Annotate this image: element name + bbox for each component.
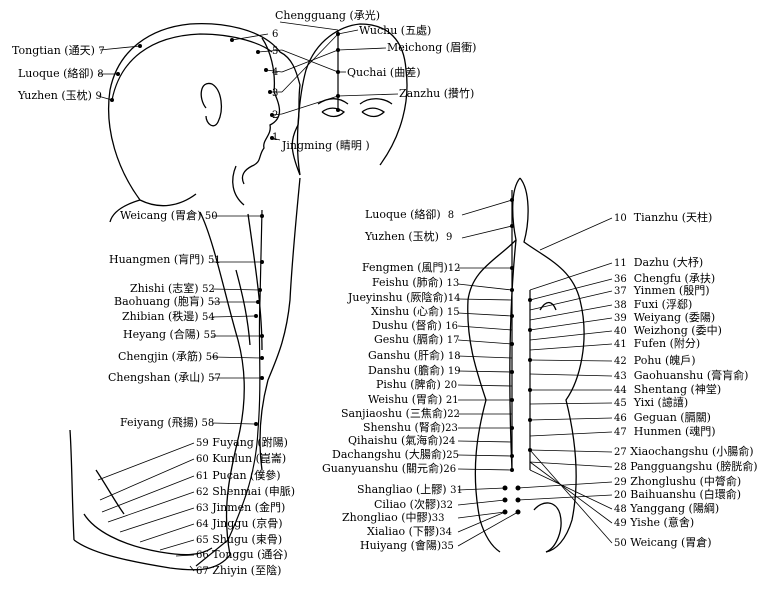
point-17-label: Geshu (膈俞) 17	[374, 333, 460, 347]
point-54-label: Zhibian (秩邊) 54	[122, 310, 215, 324]
point-35-label: Huiyang (會陽)35	[360, 539, 454, 553]
point-4-label: Meichong (眉衝)	[387, 41, 477, 54]
meridian-leg	[195, 209, 263, 567]
point-37-label: 37 Yinmen (殷門)	[614, 284, 710, 298]
point-45-label: 45 Yixi (譩譆)	[614, 396, 689, 410]
point-13-label: Feishu (肺俞) 13	[372, 276, 460, 290]
point-12-label: Fengmen (風門)12	[362, 261, 461, 275]
point-55-label: Heyang (合陽) 55	[123, 328, 217, 342]
point-32-label: Ciliao (次髎)32	[374, 498, 453, 512]
point-9-back: Yuzhen (玉枕) 9	[365, 230, 453, 244]
point-39-label: 39 Weiyang (委陽)	[614, 311, 716, 325]
point-5-num: 5	[272, 46, 279, 57]
point-7-label: Tongtian (通天) 7	[12, 44, 105, 58]
foot-outline	[73, 539, 231, 571]
point-34-label: Xialiao (下髎)34	[367, 525, 452, 539]
leg-outline-right	[259, 177, 301, 471]
point-36-label: 36 Chengfu (承扶)	[614, 272, 716, 286]
point-5-label: Wuchu (五處)	[359, 24, 432, 37]
point-1-num: 1	[272, 132, 279, 143]
point-1-label: Jingming (睛明 )	[282, 139, 370, 152]
point-3-num: 3	[272, 88, 279, 99]
point-22-label: Sanjiaoshu (三焦俞)22	[341, 407, 460, 421]
point-40-label: 40 Weizhong (委中)	[614, 324, 722, 338]
meridian-head	[111, 33, 273, 101]
point-44-label: 44 Shentang (神堂)	[614, 383, 722, 397]
front-head-outline	[296, 23, 408, 176]
point-27-label: 27 Xiaochangshu (小腸俞)	[614, 445, 754, 459]
point-11-label: 11 Dazhu (大杼)	[614, 256, 704, 270]
point-52-label: Zhishi (志室) 52	[130, 282, 215, 296]
back-outline-left	[467, 177, 521, 553]
point-8-label: Luoque (絡卻) 8	[18, 67, 104, 81]
point-48-label: 48 Yanggang (陽綱)	[614, 502, 720, 516]
point-65-label: 65 Shugu (束骨)	[196, 533, 283, 547]
shoulder-line	[109, 199, 141, 223]
point-20-right-label: 20 Baihuanshu (白環俞)	[614, 488, 742, 502]
point-49-label: 49 Yishe (意舍)	[614, 516, 695, 530]
point-23-label: Shenshu (腎俞)23	[363, 421, 458, 435]
point-3-label: Quchai (曲差)	[347, 66, 421, 79]
face-profile	[241, 37, 281, 185]
point-64-label: 64 Jinggu (京骨)	[196, 517, 283, 531]
point-8-back: Luoque (絡卻) 8	[365, 208, 455, 222]
point-66-label: 66 Tonggu (通谷)	[196, 548, 288, 562]
point-62-label: 62 Shenmai (申脈)	[196, 485, 296, 499]
point-50-left: Weicang (胃倉) 50	[120, 209, 218, 223]
point-4-num: 4	[272, 67, 279, 78]
point-29-label: 29 Zhonglushu (中膂俞)	[614, 475, 742, 489]
point-24-label: Qihaishu (氣海俞)24	[348, 434, 456, 448]
point-57-label: Chengshan (承山) 57	[108, 371, 221, 385]
point-2-label: Zanzhu (攢竹)	[399, 87, 475, 100]
point-51-label: Huangmen (肓門) 51	[109, 253, 221, 267]
point-6: Chengguang (承光)	[275, 9, 381, 22]
point-15-label: Xinshu (心俞) 15	[371, 305, 460, 319]
point-25-label: Dachangshu (大腸俞)25	[332, 448, 459, 462]
point-2-num: 2	[272, 110, 279, 121]
leg-outline-left	[199, 211, 245, 556]
point-50-right-label: 50 Weicang (胃倉)	[614, 536, 712, 550]
back-outline-right	[519, 177, 585, 553]
point-26-label: Guanyuanshu (關元俞)26	[322, 462, 457, 476]
point-43-label: 43 Gaohuanshu (膏肓俞)	[614, 369, 749, 383]
point-6-num: 6	[272, 29, 279, 40]
point-47-label: 47 Hunmen (魂門)	[614, 425, 716, 439]
point-10-label: 10 Tianzhu (天柱)	[614, 211, 713, 225]
point-20-label: Pishu (脾俞) 20	[376, 378, 458, 392]
ear-outline	[200, 82, 223, 127]
point-46-label: 46 Geguan (膈關)	[614, 411, 711, 425]
point-28-label: 28 Pangguangshu (膀胱俞)	[614, 460, 758, 474]
point-58-label: Feiyang (飛揚) 58	[120, 416, 215, 430]
point-67-label: 67 Zhiyin (至陰)	[196, 564, 282, 578]
point-60-label: 60 Kunlun (崑崙)	[196, 452, 287, 466]
neck-line	[139, 193, 197, 207]
point-61-label: 61 Pucan (僕參)	[196, 469, 281, 483]
point-42-label: 42 Pohu (魄戶)	[614, 354, 696, 368]
point-18-label: Ganshu (肝俞) 18	[368, 349, 461, 363]
point-41-label: 41 Fufen (附分)	[614, 337, 701, 351]
point-9-label: Yuzhen (玉枕) 9	[18, 89, 102, 103]
point-14-label: Jueyinshu (厥陰俞)14	[348, 291, 461, 305]
point-63-label: 63 Jinmen (金門)	[196, 501, 286, 515]
point-31-label: Shangliao (上髎) 31	[357, 483, 463, 497]
point-21-label: Weishu (胃俞) 21	[368, 393, 459, 407]
point-33-label: Zhongliao (中髎)33	[342, 511, 445, 525]
point-38-label: 38 Fuxi (浮郄)	[614, 298, 693, 312]
point-19-label: Danshu (膽俞) 19	[368, 364, 461, 378]
point-16-label: Dushu (督俞) 16	[372, 319, 459, 333]
point-59-label: 59 Fuyang (跗陽)	[196, 436, 288, 450]
point-56-label: Chengjin (承筋) 56	[118, 350, 219, 364]
point-53-label: Baohuang (胞肓) 53	[114, 295, 221, 309]
